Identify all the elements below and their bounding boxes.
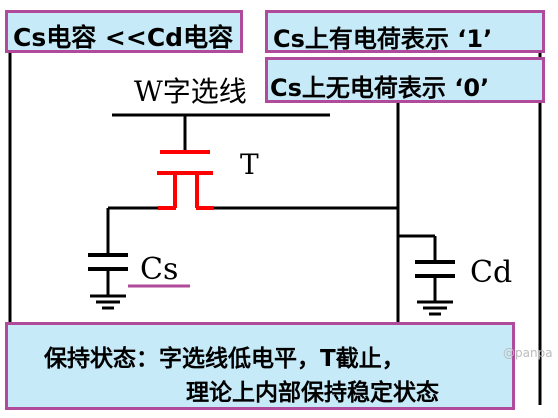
hold-state-line1: 保持状态：字选线低电平，T截止， [44,346,405,372]
word-line-label: W字选线 [134,75,247,108]
state-one-text: Cs上有电荷表示 ‘1’ [273,25,493,53]
state-one-box: Cs上有电荷表示 ‘1’ [265,10,545,53]
watermark-text: @panpa [503,346,553,360]
cs-vs-cd-text: Cs电容 <<Cd电容 [13,23,234,52]
cs-vs-cd-box: Cs电容 <<Cd电容 [5,10,243,53]
state-zero-text: Cs上无电荷表示 ‘0’ [270,74,490,102]
cd-label: Cd [470,255,513,290]
transistor-label: T [240,148,259,181]
cs-label: Cs [140,252,179,287]
hold-state-box: 保持状态：字选线低电平，T截止， 理论上内部保持稳定状态 [5,322,515,410]
hold-state-line2: 理论上内部保持稳定状态 [186,380,439,406]
state-zero-box: Cs上无电荷表示 ‘0’ [265,57,545,103]
